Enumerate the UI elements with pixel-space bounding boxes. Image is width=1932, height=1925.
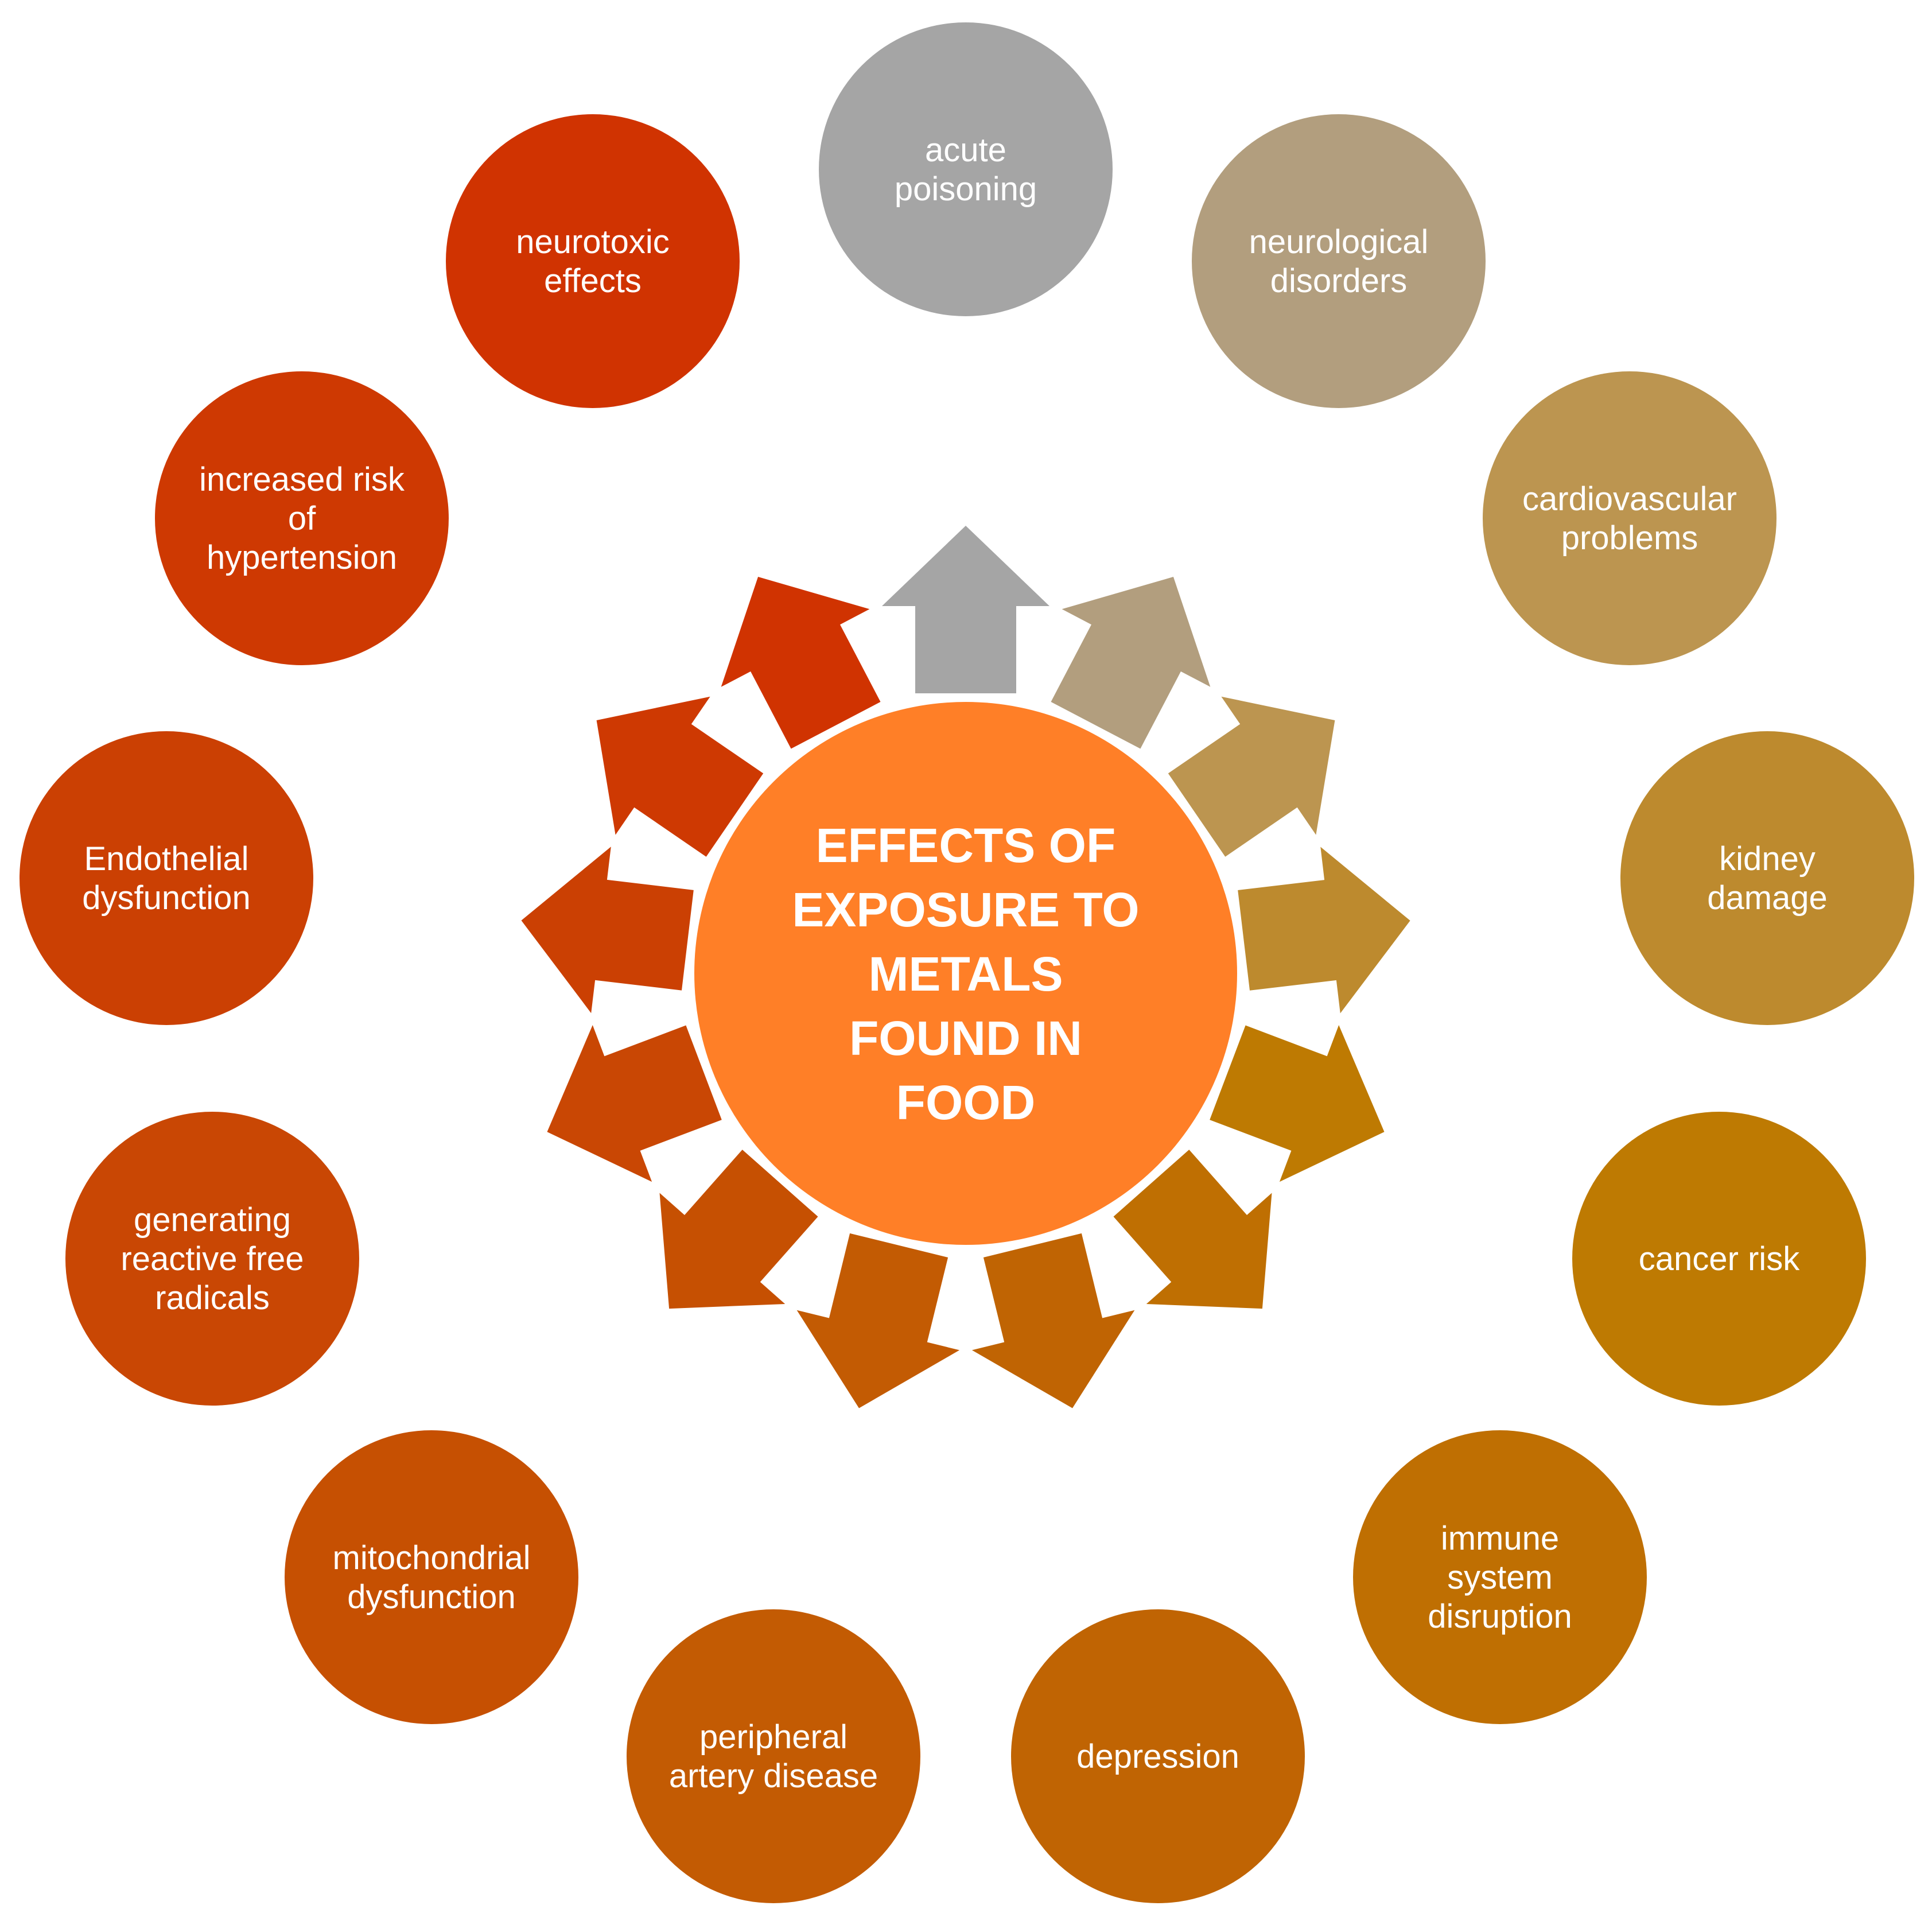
arrow-to-increased-risk-of-hypertension	[596, 696, 764, 857]
arrow-to-mitochondrial-dysfunction	[659, 1150, 818, 1309]
arrow-to-depression	[971, 1233, 1135, 1408]
center-title: EFFECTS OF EXPOSURE TO METALS FOUND IN FOOD	[792, 818, 1139, 1130]
arrow-to-generating-reactive-free-radicals	[547, 1025, 722, 1182]
arrow-to-cancer-risk	[1210, 1025, 1385, 1182]
effect-circle	[155, 371, 449, 665]
center-title-line: METALS	[868, 947, 1063, 1001]
center-circle	[694, 702, 1237, 1245]
effect-label-line: damage	[1707, 879, 1828, 917]
center-title-line: EXPOSURE TO	[792, 883, 1139, 937]
effect-label-line: increased risk	[199, 461, 405, 498]
effect-circle	[1011, 1609, 1305, 1903]
effect-label-line: neurological	[1249, 223, 1429, 261]
arrow-to-peripheral-artery-disease	[796, 1233, 960, 1408]
effect-circle	[1483, 371, 1776, 665]
effect-label-line: poisoning	[895, 170, 1037, 208]
arrow-to-kidney-damage	[1238, 847, 1410, 1014]
effect-label-line: acute	[925, 131, 1006, 169]
arrow-to-immune-system-disruption	[1113, 1150, 1272, 1309]
effect-label-line: problems	[1561, 519, 1698, 557]
effect-circle	[1192, 114, 1486, 408]
effect-label-line: immune	[1441, 1520, 1559, 1557]
center-title-line: FOUND IN	[849, 1011, 1082, 1065]
effect-label-line: artery disease	[669, 1757, 878, 1795]
effect-label-line: kidney	[1719, 840, 1816, 878]
arrow-to-cardiovascular-problems	[1168, 696, 1335, 857]
center-hub: EFFECTS OF EXPOSURE TO METALS FOUND IN FOOD	[694, 702, 1237, 1245]
arrow-to-endothelial-dysfunction	[521, 847, 694, 1014]
effect-circle	[285, 1430, 578, 1724]
effect-label-line: mitochondrial	[333, 1539, 531, 1577]
effect-label-line: effects	[544, 262, 642, 300]
arrow-to-acute-poisoning	[882, 526, 1049, 693]
effect-label-line: dysfunction	[347, 1578, 515, 1616]
effect-circle	[627, 1609, 920, 1903]
effect-label-line: of	[288, 500, 316, 537]
effect-circle	[1572, 1112, 1866, 1406]
effect-circle	[1620, 731, 1914, 1025]
effect-label-line: disruption	[1428, 1598, 1572, 1635]
effect-circle	[446, 114, 740, 408]
effect-label-line: depression	[1076, 1738, 1239, 1775]
effect-label-line: system	[1447, 1559, 1553, 1596]
arrows-layer	[521, 526, 1410, 1408]
effect-node-depression: depression	[1011, 1609, 1305, 1903]
arrow-to-neurological-disorders	[1051, 577, 1211, 749]
effect-label-line: neurotoxic	[516, 223, 670, 261]
effect-circle	[20, 731, 313, 1025]
effect-label-line: generating	[134, 1201, 291, 1239]
effect-circle	[1353, 1430, 1647, 1724]
effect-label: depression	[1076, 1738, 1239, 1775]
arrow-to-neurotoxic-effects	[721, 577, 881, 749]
effect-label-line: dysfunction	[82, 879, 250, 917]
effect-label-line: radicals	[155, 1279, 270, 1317]
effect-label-line: hypertension	[207, 539, 397, 576]
effect-label-line: reactive free	[120, 1240, 304, 1278]
effect-label-line: cancer risk	[1639, 1240, 1800, 1278]
effect-label-line: Endothelial	[84, 840, 249, 878]
effect-circle	[65, 1112, 359, 1406]
effect-label: cancer risk	[1639, 1240, 1800, 1278]
center-title-line: EFFECTS OF	[816, 818, 1116, 872]
center-title-line: FOOD	[896, 1076, 1036, 1130]
effect-circle	[819, 22, 1113, 316]
effect-label-line: cardiovascular	[1522, 480, 1737, 518]
effect-label-line: disorders	[1270, 262, 1408, 300]
effect-node-cancer-risk: cancer risk	[1572, 1112, 1866, 1406]
effect-label-line: peripheral	[699, 1718, 848, 1756]
